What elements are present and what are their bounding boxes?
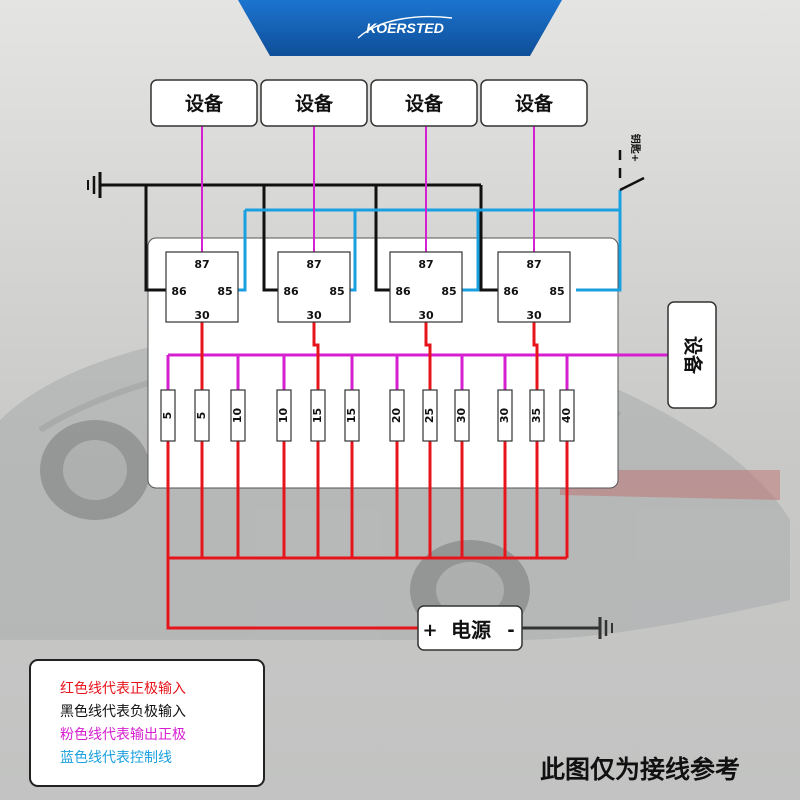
power-box	[417, 605, 523, 651]
legend-item-4: 蓝色线代表控制线	[60, 749, 172, 766]
control-wire-85-3	[462, 210, 480, 292]
legend-item-1: 红色线代表正极输入	[60, 680, 186, 697]
control-wire-85-2	[350, 210, 357, 292]
relay-pin-86: 86	[395, 285, 411, 298]
wires	[87, 126, 668, 639]
relay-30-wire-3	[424, 322, 432, 390]
fuse-9	[454, 389, 470, 442]
fuse-8	[422, 389, 438, 442]
device-box-1	[150, 79, 258, 127]
relay-pin-85: 85	[441, 285, 456, 298]
relay-4	[497, 251, 571, 323]
relay-pin-85: 85	[549, 285, 564, 298]
fuse-rating-1: 5	[161, 412, 174, 420]
fuse-rating-6: 15	[345, 408, 358, 423]
relay-pin-86: 86	[283, 285, 299, 298]
relay-pin-86: 86	[503, 285, 519, 298]
legend-item-3: 粉色线代表输出正极	[60, 726, 186, 743]
fuse-rating-9: 30	[455, 408, 468, 424]
relay-pin-30: 30	[526, 309, 542, 322]
relay-30-wire-4	[532, 322, 539, 390]
control-key-feed-wire	[576, 190, 622, 292]
brand-banner	[238, 0, 562, 56]
fuse-3	[230, 389, 246, 442]
relay-pin-30: 30	[194, 309, 210, 322]
side-device-box	[667, 301, 717, 409]
fuse-rating-5: 15	[311, 408, 324, 423]
fuse-4	[276, 389, 292, 442]
relay-pin-86: 86	[171, 285, 187, 298]
ground-wire-86-3	[374, 185, 390, 292]
fuse-2	[194, 389, 210, 442]
relay-pin-30: 30	[418, 309, 434, 322]
relay-pin-30: 30	[306, 309, 322, 322]
legend-item-2: 黑色线代表负极输入	[60, 703, 186, 720]
relay-pin-87: 87	[306, 258, 321, 271]
device-box-4	[480, 79, 588, 127]
key-switch-label: 钥匙+	[629, 134, 642, 162]
fuse-rating-3: 10	[231, 408, 244, 424]
fuse-5	[310, 389, 326, 442]
relay-pin-85: 85	[217, 285, 232, 298]
relay-pin-87: 87	[526, 258, 541, 271]
fuse-7	[389, 389, 405, 442]
relay-pin-87: 87	[194, 258, 209, 271]
device-box-3	[370, 79, 478, 127]
fuse-12	[559, 389, 575, 442]
fuse-rating-2: 5	[195, 412, 208, 420]
device-box-2	[260, 79, 368, 127]
side-device-label: 设备	[682, 336, 705, 375]
brand-swoosh-icon	[357, 15, 453, 39]
power-plus: +	[422, 620, 437, 641]
relay-30-wire-2	[312, 322, 320, 390]
relay-pin-85: 85	[329, 285, 344, 298]
footer-note: 此图仅为接线参考	[540, 755, 740, 784]
brand-logo-text: KOERSTED	[366, 20, 444, 36]
device-label-1: 设备	[185, 92, 224, 115]
fuse-rating-10: 30	[498, 408, 511, 424]
relay-3	[389, 251, 463, 323]
key-switch-icon	[619, 176, 645, 192]
control-wire-85-1	[238, 210, 247, 292]
relay-1	[165, 251, 239, 323]
fuse-rating-8: 25	[423, 408, 436, 423]
power-label: 电源	[451, 618, 491, 642]
fuse-1	[160, 389, 176, 442]
ground-wire-86-4	[479, 185, 498, 292]
fuse-11	[529, 389, 545, 442]
fuse-6	[344, 389, 360, 442]
relay-2	[277, 251, 351, 323]
device-label-3: 设备	[405, 92, 444, 115]
fuse-rating-7: 20	[390, 408, 403, 424]
fuse-10	[497, 389, 513, 442]
relay-pin-87: 87	[418, 258, 433, 271]
device-label-2: 设备	[295, 92, 334, 115]
fuse-rating-4: 10	[277, 408, 290, 424]
power-minus: -	[507, 620, 514, 641]
positive-feed-wire	[166, 558, 418, 630]
fuse-rating-12: 40	[560, 408, 573, 424]
device-label-4: 设备	[515, 92, 554, 115]
legend-box	[29, 659, 265, 787]
fuse-rating-11: 35	[530, 408, 543, 423]
ground-wire-86-2	[262, 185, 278, 292]
ground-wire-86-1	[144, 185, 166, 292]
